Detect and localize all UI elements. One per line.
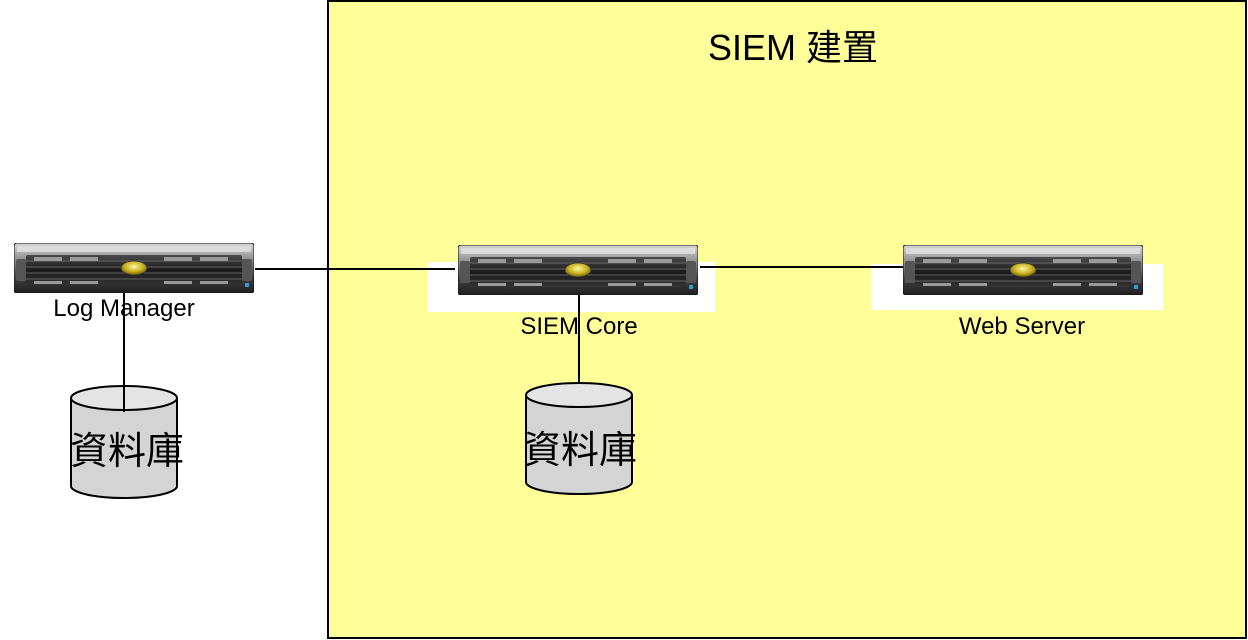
server-label: Log Manager [53,295,194,322]
database-cylinder-icon [70,398,178,499]
server-web-server: Web Server [903,245,1143,340]
rack-server-icon [903,245,1143,295]
server-label: Web Server [959,313,1085,340]
rack-server-icon [458,245,698,295]
database-label: 資料庫 [523,428,637,472]
server-log-manager: Log Manager [14,243,254,322]
database-label: 資料庫 [70,429,184,473]
server-siem-core: SIEM Core [458,245,698,340]
database-cylinder-icon [525,395,633,495]
server-label: SIEM Core [520,313,637,340]
database-log-manager: 資料庫 [70,385,184,499]
siem-zone: SIEM 建置 [327,0,1247,639]
database-siem-core: 資料庫 [523,382,637,495]
siem-zone-title: SIEM 建置 [708,27,878,68]
rack-server-icon [14,243,254,293]
siem-zone-area [327,0,1247,639]
